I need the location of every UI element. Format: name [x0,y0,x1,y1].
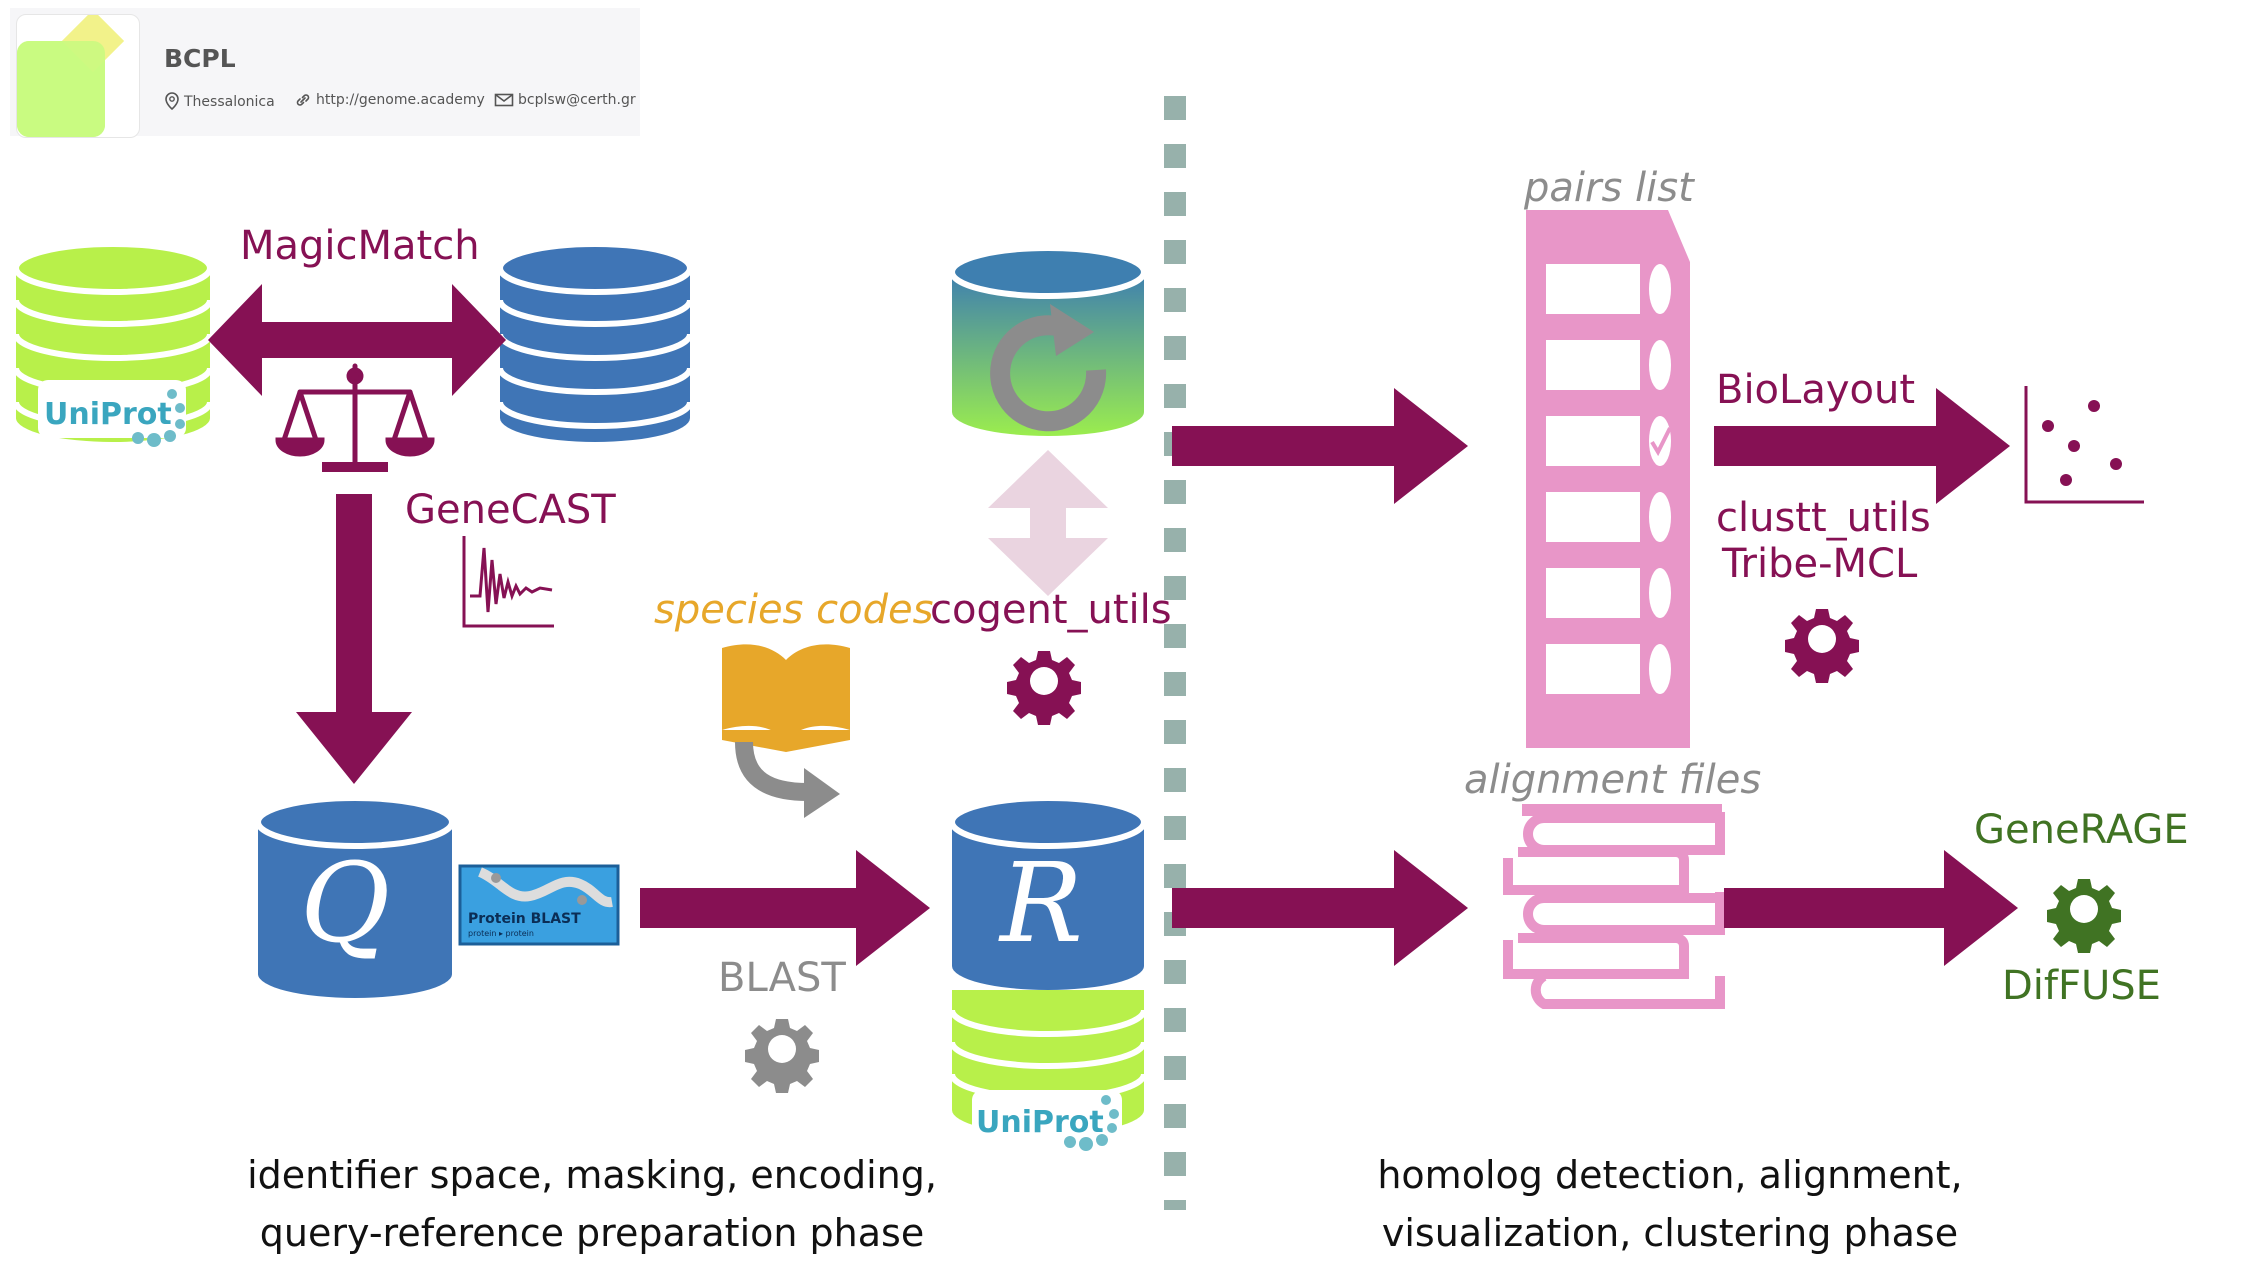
query-db-letter: Q [300,839,391,967]
link-icon [296,94,310,106]
left-caption-line1: identifier space, masking, encoding, [247,1153,937,1197]
website-link[interactable]: http://genome.academy [294,92,485,108]
uniprot-logo-dots-bottom [1064,1095,1119,1151]
check-icon [1650,427,1672,457]
arrow-to-alignment-files [1172,850,1468,966]
generage-gear-hole [2070,895,2098,923]
cogent-gear-hole [1030,667,1058,695]
down-arrow-to-query [296,494,412,784]
location-text: Thessalonica [184,94,275,110]
right-phase-caption: homolog detection, alignment, visualizat… [1290,1146,2050,1262]
tribe-mcl-gear-hole [1808,625,1836,653]
magicmatch-double-arrow [208,284,506,396]
genecast-signal-icon [462,536,554,628]
org-header: BCPL Thessalonica http://genome.academy … [10,8,640,138]
curved-arrow-head [804,768,840,818]
sync-double-arrow [988,450,1108,596]
protein-blast-badge [458,864,620,946]
uniprot-logo-text-top: UniProt [44,397,172,432]
pairs-list-label: pairs list [1524,165,1694,211]
reference-db-letter: R [1000,839,1083,967]
query-database [255,795,455,998]
uniprot-database-bottom [949,990,1147,1142]
alignment-files-label: alignment files [1464,757,1762,803]
processing-database [949,245,1147,436]
protein-blast-subtext: protein ▸ protein [468,929,534,938]
right-caption-line2: visualization, clustering phase [1381,1211,1959,1255]
reference-database [949,795,1147,990]
biolayout-label: BioLayout [1716,367,1916,413]
arrow-to-pairs-list [1172,388,1468,504]
curved-arrow-icon [735,741,809,801]
blast-label: BLAST [718,955,846,1001]
email-link[interactable]: bcplsw@certh.gr [494,92,636,108]
arrow-to-generage [1724,850,2018,966]
right-caption-line1: homolog detection, alignment, [1377,1153,1963,1197]
generage-label: GeneRAGE [1974,807,2189,853]
blast-arrow [640,850,930,966]
email-text: bcplsw@certh.gr [518,92,636,108]
blast-gear-hole [768,1035,796,1063]
tribe-mcl-label: Tribe-MCL [1722,541,1918,587]
website-text: http://genome.academy [316,92,485,108]
location-info: Thessalonica [164,92,275,111]
clustt-utils-label: clustt_utils [1716,495,1931,541]
diffuse-label: DifFUSE [2002,963,2161,1009]
uniprot-logo-dots-top [132,389,185,447]
genecast-label: GeneCAST [405,487,616,533]
pairs-list-document-icon [1526,210,1690,748]
magicmatch-label: MagicMatch [240,223,480,269]
left-caption-line2: query-reference preparation phase [259,1211,925,1255]
species-codes-book-icon [722,644,850,752]
left-phase-caption: identifier space, masking, encoding, que… [212,1146,972,1262]
refresh-arrow-head [1050,304,1094,356]
mail-icon [494,93,514,107]
reference-database-top [497,241,693,442]
alignment-files-books-icon [1503,812,1725,1009]
arrow-to-scatter [1714,388,2010,504]
org-name: BCPL [164,44,236,73]
location-pin-icon [165,92,179,111]
balance-scale-icon [275,363,435,472]
scatter-plot-icon [2024,386,2144,504]
uniprot-database-top [13,241,213,442]
cogent-utils-label: cogent_utils [930,587,1172,633]
species-codes-label: species codes [654,587,934,633]
uniprot-logo-text-bottom: UniProt [976,1105,1104,1140]
books-top-spine [1522,804,1722,816]
org-logo [16,14,140,138]
protein-blast-text: Protein BLAST [468,911,581,927]
